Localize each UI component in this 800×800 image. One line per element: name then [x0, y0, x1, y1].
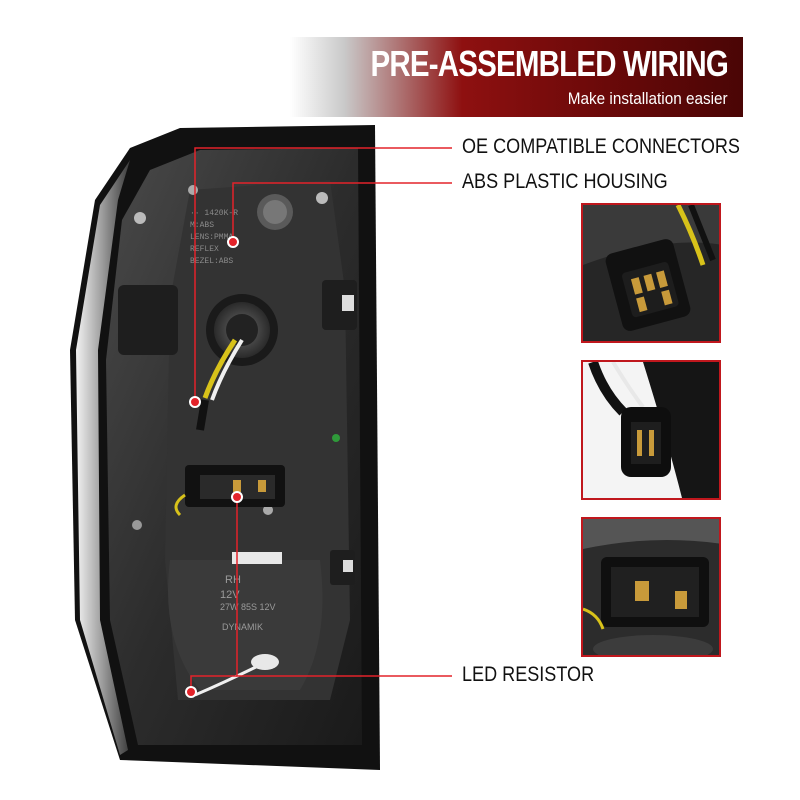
callout-dot-housing: [227, 236, 239, 248]
lamp-rating-marking: 27W 85S 12V: [220, 602, 276, 612]
mold-text: ·· 1420K-R: [190, 209, 238, 218]
callout-dot-resistor: [231, 491, 243, 503]
svg-text:LENS:PMMA: LENS:PMMA: [190, 233, 233, 242]
svg-text:M:ABS: M:ABS: [190, 221, 214, 230]
banner-title: PRE-ASSEMBLED WIRING: [370, 43, 728, 84]
lamp-voltage-marking: 12V: [220, 589, 240, 601]
callout-label-connectors: OE COMPATIBLE CONNECTORS: [462, 135, 740, 158]
header-banner: PRE-ASSEMBLED WIRING Make installation e…: [290, 37, 743, 117]
detail-image-connector-plug: [581, 203, 721, 343]
chrome-bezel: [76, 160, 130, 755]
lamp-side-marking: RH: [225, 574, 241, 586]
callout-dot-resistor-lower: [185, 686, 197, 698]
detail-image-bulb-socket: [581, 360, 721, 500]
svg-text:REFLEX: REFLEX: [190, 245, 219, 254]
callout-label-resistor: LED RESISTOR: [462, 663, 595, 686]
callout-lines: [190, 147, 452, 692]
banner-subtitle: Make installation easier: [568, 89, 728, 108]
detail-image-resistor-block: [581, 517, 721, 657]
callout-dot-connector: [189, 396, 201, 408]
callout-label-housing: ABS PLASTIC HOUSING: [462, 170, 668, 193]
lamp-brand-marking: DYNAMIK: [222, 622, 263, 632]
svg-text:BEZEL:ABS: BEZEL:ABS: [190, 257, 233, 266]
